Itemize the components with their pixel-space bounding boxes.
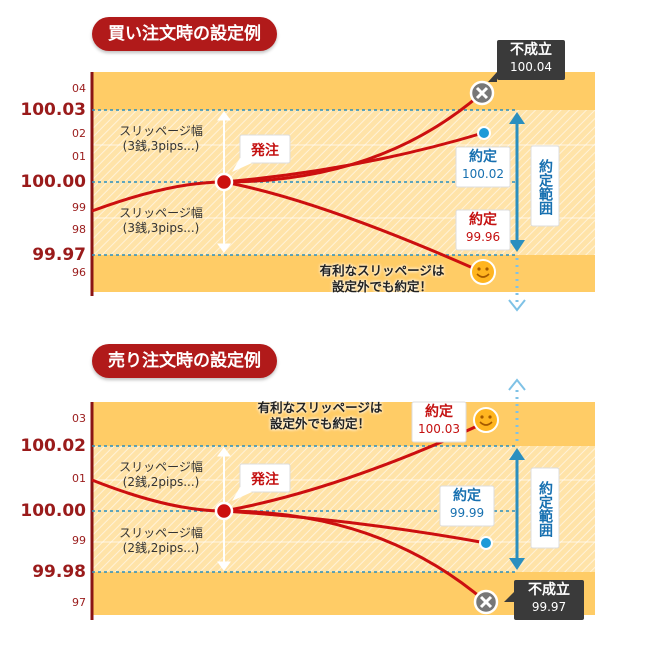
sell-reject-title: 不成立 — [528, 582, 570, 598]
buy-tick: 100.00 — [20, 172, 86, 192]
buy-slip-upper-title: スリッページ幅 — [119, 124, 203, 138]
buy-favorable-note: 有利なスリッページは 設定外でも約定！ — [292, 263, 472, 295]
buy-section-title: 買い注文時の設定例 — [92, 17, 277, 51]
buy-tick: 98 — [72, 223, 86, 236]
buy-chart: 04 100.03 02 01 100.00 99 98 99.97 96 スリ… — [0, 0, 600, 330]
sell-tick: 03 — [72, 412, 86, 425]
buy-range-arrow — [508, 112, 526, 312]
buy-tick: 96 — [72, 266, 86, 279]
buy-order-point — [214, 172, 234, 192]
sell-note-line1: 有利なスリッページは — [257, 400, 383, 415]
buy-fill-high-title: 約定 — [469, 149, 497, 165]
sell-note-line2: 設定外でも約定！ — [269, 416, 370, 431]
buy-fill-high-bubble — [455, 146, 511, 188]
buy-fill-low-bubble — [455, 209, 511, 251]
buy-fill-high-label: 約定 100.02 — [456, 149, 510, 183]
buy-note-line2: 設定外でも約定！ — [331, 279, 432, 294]
buy-band-bottom — [92, 255, 595, 292]
sell-fill-high-label: 約定 100.03 — [412, 404, 466, 438]
sell-reject-icon — [473, 589, 499, 615]
buy-reject-value: 100.04 — [510, 60, 552, 74]
sell-fill-low-bubble — [439, 485, 495, 527]
sell-fill-low-label: 約定 99.99 — [440, 488, 494, 522]
sell-band-bottom — [92, 572, 595, 615]
sell-ticks: 03 100.02 01 100.00 99 99.98 97 — [0, 330, 86, 647]
buy-note-line1: 有利なスリッページは — [319, 263, 445, 278]
buy-slip-lower-title: スリッページ幅 — [119, 206, 203, 220]
sell-order-point — [214, 501, 234, 521]
sell-band-top — [92, 402, 595, 446]
buy-fill-high-value: 100.02 — [462, 167, 504, 181]
buy-fill-low-value: 99.96 — [465, 230, 501, 244]
sell-tick: 100.00 — [20, 501, 86, 521]
sell-fill-low-title: 約定 — [453, 488, 481, 504]
sell-section-title: 売り注文時の設定例 — [92, 344, 277, 378]
buy-range-bubble — [530, 145, 560, 227]
buy-range-label: 約定範囲 — [537, 159, 553, 215]
sell-tick: 100.02 — [20, 436, 86, 456]
buy-order-bubble — [239, 134, 291, 164]
sell-reject-label: 不成立 99.97 — [514, 582, 584, 616]
buy-slip-lower-detail: (3銭,3pips...) — [122, 221, 200, 235]
buy-slip-upper-label: スリッページ幅 (3銭,3pips...) — [108, 124, 214, 154]
sell-slip-upper-title: スリッページ幅 — [119, 460, 203, 474]
sell-tick: 01 — [72, 472, 86, 485]
sell-chart: 03 100.02 01 100.00 99 99.98 97 スリッページ幅 … — [0, 330, 600, 647]
sell-fill-low-value: 99.99 — [449, 506, 485, 520]
sell-slip-lower-detail: (2銭,2pips...) — [122, 541, 200, 555]
buy-fill-low-label: 約定 99.96 — [456, 212, 510, 246]
sell-fill-low-dot — [479, 536, 493, 550]
buy-fill-high-dot — [477, 126, 491, 140]
buy-curve-fill-low — [223, 180, 483, 274]
sell-slip-lower-label: スリッページ幅 (2銭,2pips...) — [108, 526, 214, 556]
sell-tick: 99.98 — [32, 562, 86, 582]
buy-tick: 04 — [72, 82, 86, 95]
buy-reject-title: 不成立 — [510, 42, 552, 58]
sell-order-bubble — [239, 463, 291, 493]
sell-fill-high-bubble — [411, 401, 467, 443]
buy-chart-graphic — [90, 40, 595, 312]
buy-reject-label: 不成立 100.04 — [497, 42, 565, 76]
sell-curve-fill-low — [223, 509, 487, 545]
buy-fill-low-title: 約定 — [469, 212, 497, 228]
buy-curve-fill-high — [223, 131, 484, 184]
sell-range-label: 約定範囲 — [537, 481, 553, 537]
sell-reject-bubble — [514, 580, 584, 620]
sell-slip-arrows — [217, 447, 231, 571]
buy-slip-arrows — [217, 111, 231, 253]
sell-fill-high-title: 約定 — [425, 404, 453, 420]
sell-fill-high-value: 100.03 — [418, 422, 460, 436]
buy-smiley-icon — [470, 259, 496, 285]
buy-slip-lower-label: スリッページ幅 (3銭,3pips...) — [108, 206, 214, 236]
sell-slip-upper-detail: (2銭,2pips...) — [122, 475, 200, 489]
buy-tick: 99.97 — [32, 245, 86, 265]
sell-band-range — [92, 446, 595, 572]
buy-band-range — [92, 110, 595, 255]
sell-order-label: 発注 — [251, 472, 279, 488]
sell-favorable-note: 有利なスリッページは 設定外でも約定！ — [230, 400, 410, 432]
buy-tick: 02 — [72, 127, 86, 140]
sell-range-bubble — [530, 467, 560, 549]
sell-range-arrow — [508, 378, 526, 570]
buy-tick: 99 — [72, 201, 86, 214]
sell-slip-upper-label: スリッページ幅 (2銭,2pips...) — [108, 460, 214, 490]
sell-tick: 99 — [72, 534, 86, 547]
sell-reject-value: 99.97 — [531, 600, 567, 614]
buy-curve-reject — [91, 91, 483, 213]
sell-tick: 97 — [72, 596, 86, 609]
buy-order-label: 発注 — [251, 143, 279, 159]
buy-reject-bubble — [497, 40, 565, 80]
buy-reject-icon — [469, 80, 495, 106]
sell-slip-lower-title: スリッページ幅 — [119, 526, 203, 540]
sell-chart-graphic — [90, 378, 595, 620]
buy-tick: 01 — [72, 150, 86, 163]
buy-tick: 100.03 — [20, 100, 86, 120]
buy-ticks: 04 100.03 02 01 100.00 99 98 99.97 96 — [0, 0, 86, 330]
sell-smiley-icon — [473, 407, 499, 433]
buy-slip-upper-detail: (3銭,3pips...) — [122, 139, 200, 153]
